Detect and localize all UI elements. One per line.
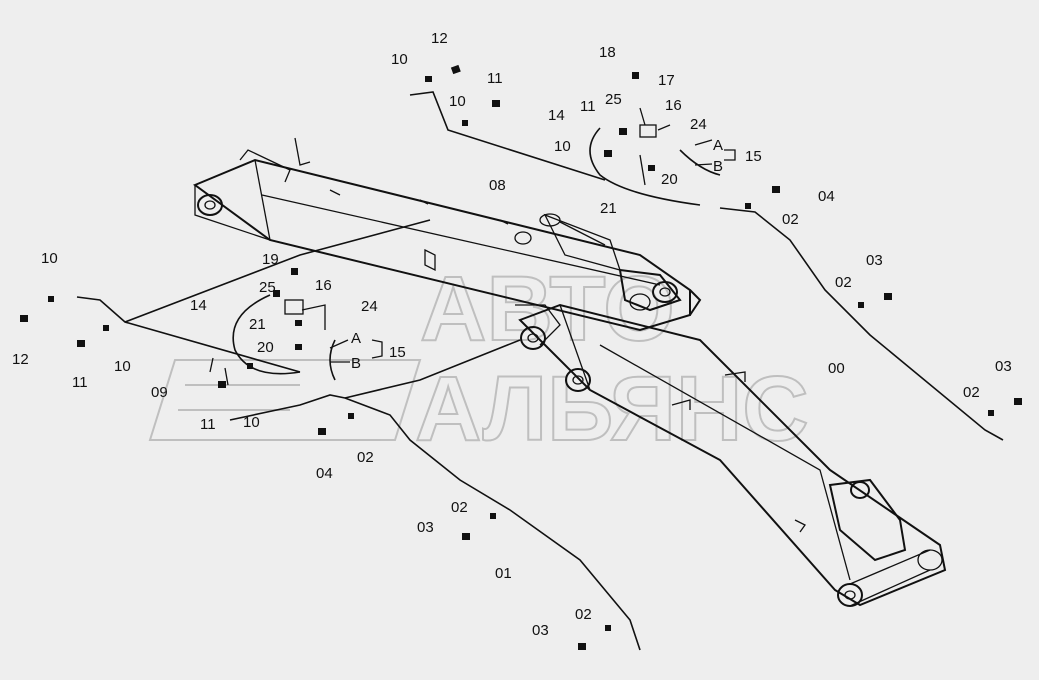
label-16-top: 16 — [665, 97, 682, 114]
pipe-09 — [76, 296, 301, 373]
label-02-right: 02 — [782, 211, 799, 228]
label-03-right: 03 — [866, 252, 883, 269]
label-19: 19 — [262, 251, 279, 268]
pipe-00 — [719, 207, 1004, 441]
label-02-right2: 02 — [835, 274, 852, 291]
label-09: 09 — [151, 384, 168, 401]
label-20-top: 20 — [661, 171, 678, 188]
label-02-lowest: 02 — [575, 606, 592, 623]
label-11-bottom: 11 — [200, 416, 216, 433]
label-17: 17 — [658, 72, 675, 89]
label-03-lowest: 03 — [532, 622, 549, 639]
arm-body — [515, 303, 947, 607]
pipe-01 — [229, 394, 641, 651]
watermark-line2: АЛЬЯНС — [415, 358, 809, 460]
hose-d — [329, 339, 336, 381]
label-02-far: 02 — [963, 384, 980, 401]
label-a-top: A — [713, 137, 723, 154]
label-10-left2: 10 — [114, 358, 131, 375]
hose-a — [589, 127, 701, 206]
label-20-bottom: 20 — [257, 339, 274, 356]
label-04-bottom: 04 — [316, 465, 333, 482]
label-12-top: 12 — [431, 30, 448, 47]
label-21-top: 21 — [600, 200, 617, 217]
label-18: 18 — [599, 44, 616, 61]
label-12-left: 12 — [12, 351, 29, 368]
label-11-top: 11 — [487, 70, 503, 87]
label-15-top: 15 — [745, 148, 762, 165]
label-a-bottom: A — [351, 330, 361, 347]
label-11-left: 11 — [72, 374, 88, 391]
hose-b — [679, 149, 721, 176]
label-04-right: 04 — [818, 188, 835, 205]
label-00: 00 — [828, 360, 845, 377]
label-14-top: 14 — [548, 107, 565, 124]
hydraulic-lines — [76, 91, 1004, 651]
hose-c — [232, 294, 301, 375]
label-03-far: 03 — [995, 358, 1012, 375]
label-03-low: 03 — [417, 519, 434, 536]
label-25-bottom: 25 — [259, 279, 276, 296]
leader-lines — [209, 107, 736, 386]
pipe-01-branch — [344, 339, 521, 399]
label-b-top: B — [713, 158, 723, 175]
label-16-bottom: 16 — [315, 277, 332, 294]
label-01: 01 — [495, 565, 512, 582]
fasteners — [20, 64, 1022, 650]
pipe-09-branch — [124, 219, 431, 323]
label-21-bottom: 21 — [249, 316, 266, 333]
label-11-hose: 11 — [580, 98, 596, 115]
pipe-08 — [409, 91, 606, 181]
label-02-bottom: 02 — [357, 449, 374, 466]
label-24-bottom: 24 — [361, 298, 378, 315]
label-08: 08 — [489, 177, 506, 194]
label-10-mid: 10 — [449, 93, 466, 110]
label-10-hose: 10 — [554, 138, 571, 155]
label-10-left: 10 — [41, 250, 58, 267]
label-14-bottom: 14 — [190, 297, 207, 314]
label-24-top: 24 — [690, 116, 707, 133]
boom-body — [192, 137, 702, 332]
label-02-low: 02 — [451, 499, 468, 516]
label-10-bottom: 10 — [243, 414, 260, 431]
label-25-top: 25 — [605, 91, 622, 108]
part-labels: 12 10 11 10 08 18 17 25 16 11 14 24 A B … — [12, 30, 1012, 639]
watermark: АВТО АЛЬЯНС — [148, 257, 810, 461]
label-b-bottom: B — [351, 355, 361, 372]
label-15-bottom: 15 — [389, 344, 406, 361]
label-10-top: 10 — [391, 51, 408, 68]
